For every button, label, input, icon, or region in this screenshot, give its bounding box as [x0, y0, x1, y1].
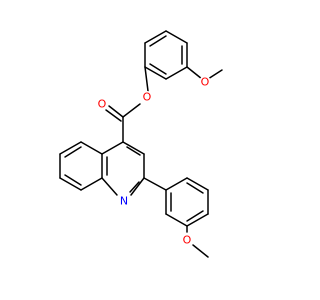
bond [122, 103, 141, 118]
atom-o-ester: O [141, 91, 153, 104]
bond [186, 182, 204, 194]
bond [186, 177, 209, 191]
bond [122, 141, 145, 155]
bond [108, 105, 124, 118]
bond [165, 213, 188, 227]
atom-o-carbonyl: O [96, 98, 108, 111]
bond [192, 244, 209, 258]
bond [186, 66, 203, 80]
bond [207, 69, 223, 80]
atom-o-methoxy-bottom: O [181, 234, 193, 247]
bond [149, 35, 167, 47]
bond [59, 177, 82, 191]
atom-label-o-carbonyl: O [98, 98, 107, 111]
bond [126, 146, 141, 156]
atom-label-o-methoxy-bottom: O [183, 234, 192, 247]
molecule-structure: O O O N O [59, 30, 223, 258]
atom-o-methoxy-top: O [199, 76, 211, 89]
bond [165, 66, 188, 80]
bond [64, 146, 82, 158]
bond [80, 141, 103, 155]
bond [64, 174, 82, 186]
atom-labels: O O O N O [96, 76, 211, 247]
bond [144, 66, 149, 92]
atom-label-o-methoxy-top: O [201, 76, 210, 89]
bond [59, 141, 82, 155]
bond [165, 177, 188, 191]
bond [129, 181, 140, 193]
bond [105, 109, 122, 122]
bond [186, 213, 209, 227]
atom-label-n-quinoline: N [120, 195, 128, 208]
bond [149, 63, 167, 75]
bond [130, 177, 145, 196]
atom-label-o-ester: O [143, 91, 152, 104]
bond [101, 141, 124, 155]
bond [143, 177, 167, 191]
bond-lines [59, 30, 223, 258]
bond [144, 30, 167, 44]
bond [80, 177, 103, 191]
bond [186, 210, 204, 222]
bond [165, 30, 188, 44]
bond [101, 177, 118, 196]
bond [144, 66, 167, 80]
atom-n-quinoline: N [118, 195, 130, 208]
